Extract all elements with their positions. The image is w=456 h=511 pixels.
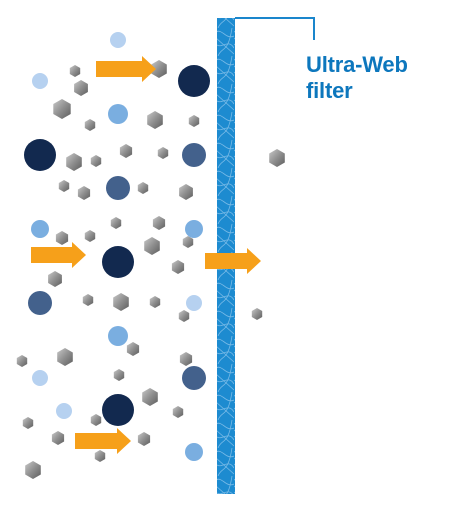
hexagon-dust-particle-icon — [188, 115, 200, 127]
circle-particle-icon — [185, 443, 203, 461]
hexagon-dust-particle-icon — [25, 461, 41, 479]
circle-particle-icon — [110, 32, 126, 48]
hexagon-dust-particle-icon — [77, 186, 91, 200]
label-leader-line — [235, 17, 315, 40]
hexagon-dust-particle-icon — [84, 119, 96, 131]
hexagon-dust-particle-icon — [110, 217, 122, 229]
hexagon-dust-particle-icon — [57, 348, 73, 366]
particles-group — [16, 32, 285, 479]
right-arrow-airflow-icon — [96, 56, 156, 82]
hexagon-dust-particle-icon — [157, 147, 169, 159]
circle-particle-icon — [106, 176, 130, 200]
hexagon-dust-particle-icon — [58, 180, 70, 192]
circle-particle-icon — [28, 291, 52, 315]
hexagon-dust-particle-icon — [90, 414, 102, 426]
hexagon-dust-particle-icon — [94, 450, 106, 462]
right-arrow-airflow-icon — [205, 248, 261, 274]
filter-label-line2: filter — [306, 78, 353, 103]
circle-particle-icon — [32, 73, 48, 89]
hexagon-dust-particle-icon — [82, 294, 94, 306]
hexagon-dust-particle-icon — [48, 271, 62, 287]
circle-particle-icon — [32, 370, 48, 386]
hexagon-dust-particle-icon — [149, 296, 161, 308]
right-arrow-airflow-icon — [75, 428, 131, 454]
circle-particle-icon — [186, 295, 202, 311]
hexagon-dust-particle-icon — [66, 153, 82, 171]
hexagon-dust-particle-icon — [90, 155, 102, 167]
filter-label: Ultra-Web filter — [306, 52, 408, 104]
hexagon-dust-particle-icon — [152, 216, 166, 230]
hexagon-dust-particle-icon — [22, 417, 34, 429]
hexagon-dust-particle-icon — [84, 230, 96, 242]
hexagon-dust-particle-icon — [16, 355, 28, 367]
airflow-arrows — [31, 56, 261, 454]
hexagon-dust-particle-icon — [51, 431, 65, 445]
hexagon-dust-particle-icon — [74, 80, 88, 96]
circle-particle-icon — [56, 403, 72, 419]
hexagon-dust-particle-icon — [144, 237, 160, 255]
hexagon-dust-particle-icon — [126, 342, 140, 356]
circle-particle-icon — [102, 246, 134, 278]
circle-particle-icon — [31, 220, 49, 238]
circle-particle-icon — [182, 366, 206, 390]
circle-particle-icon — [108, 104, 128, 124]
hexagon-dust-particle-icon — [137, 182, 149, 194]
hexagon-dust-particle-icon — [55, 231, 69, 245]
filter-label-line1: Ultra-Web — [306, 52, 408, 77]
hexagon-dust-particle-icon — [182, 236, 194, 248]
right-arrow-airflow-icon — [31, 242, 86, 268]
hexagon-dust-particle-icon — [151, 60, 167, 78]
hexagon-dust-particle-icon — [269, 149, 285, 167]
hexagon-dust-particle-icon — [171, 260, 185, 274]
hexagon-dust-particle-icon — [251, 308, 263, 320]
hexagon-dust-particle-icon — [179, 352, 193, 366]
hexagon-dust-particle-icon — [69, 65, 81, 77]
circle-particle-icon — [182, 143, 206, 167]
circle-particle-icon — [24, 139, 56, 171]
hexagon-dust-particle-icon — [113, 293, 129, 311]
hexagon-dust-particle-icon — [178, 310, 190, 322]
circle-particle-icon — [178, 65, 210, 97]
circle-particle-icon — [108, 326, 128, 346]
hexagon-dust-particle-icon — [172, 406, 184, 418]
hexagon-dust-particle-icon — [142, 388, 158, 406]
hexagon-dust-particle-icon — [119, 144, 133, 158]
hexagon-dust-particle-icon — [137, 432, 151, 446]
hexagon-dust-particle-icon — [179, 184, 193, 200]
hexagon-dust-particle-icon — [113, 369, 125, 381]
hexagon-dust-particle-icon — [53, 99, 71, 119]
hexagon-dust-particle-icon — [147, 111, 163, 129]
circle-particle-icon — [102, 394, 134, 426]
circle-particle-icon — [185, 220, 203, 238]
